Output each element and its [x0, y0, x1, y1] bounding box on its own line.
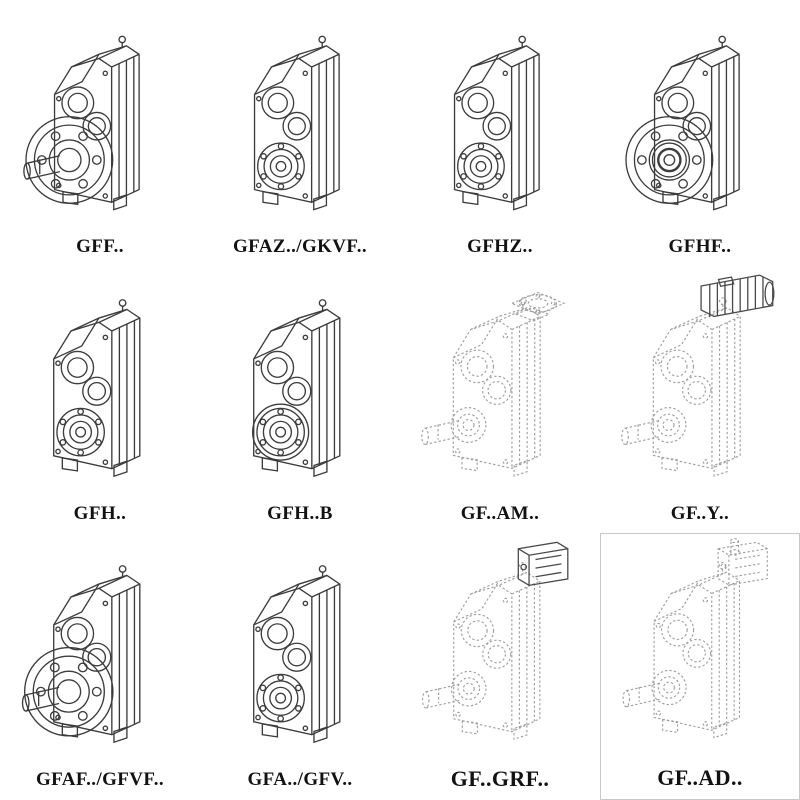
model-label: GFH..	[73, 502, 127, 524]
model-label: GF..AM..	[460, 502, 540, 524]
catalog-cell-gfaz-gkvf: GFAZ../GKVF..	[200, 0, 400, 267]
model-label: GFH..B	[267, 502, 333, 524]
gearbox-drawing-motor-mounted	[621, 274, 775, 477]
gearbox-drawing-flange-shaft	[21, 565, 141, 744]
model-label: GFHZ..	[467, 235, 533, 257]
gearbox-drawing-hollow-shaft	[53, 298, 141, 477]
catalog-cell-gfa-gfv: GFA../GFV..	[200, 533, 400, 800]
model-label: GFF..	[76, 235, 124, 257]
gearbox-drawing-top-adapter	[421, 541, 569, 740]
model-label: GFAF../GFVF..	[35, 769, 164, 791]
catalog-cell-gf-grf: GF..GRF..	[400, 533, 600, 800]
model-label: GF..GRF..	[450, 765, 550, 791]
catalog-cell-gff: GFF..	[0, 0, 200, 267]
model-label: GF..AD..	[657, 764, 743, 790]
gearbox-drawing-flange-shaft	[23, 35, 140, 211]
model-label: GFAZ../GKVF..	[233, 235, 367, 257]
model-label: GFA../GFV..	[247, 769, 353, 791]
catalog-cell-gfh: GFH..	[0, 267, 200, 534]
gearbox-drawing-hollow-shaft	[253, 35, 340, 211]
gearbox-drawing-hollow-shaft	[253, 565, 341, 744]
gearbox-drawing-iec-adapter	[421, 291, 565, 477]
catalog-cell-gfh-b: GFH..B	[200, 267, 400, 534]
gearbox-drawing-hollow-shaft	[453, 35, 540, 211]
gearbox-drawing-flange-hollow	[625, 35, 740, 211]
gearbox-drawing-input-shaft-adapter	[622, 538, 768, 739]
model-label: GF..Y..	[670, 502, 730, 524]
catalog-cell-gf-am: GF..AM..	[400, 267, 600, 534]
catalog-cell-gfhf: GFHF..	[600, 0, 800, 267]
catalog-cell-gf-ad: GF..AD..	[600, 533, 800, 800]
catalog-cell-gfhz: GFHZ..	[400, 0, 600, 267]
catalog-cell-gf-y: GF..Y..	[600, 267, 800, 534]
gearbox-drawing-hollow-shaft-b	[251, 298, 341, 477]
catalog-cell-gfaf-gfvf: GFAF../GFVF..	[0, 533, 200, 800]
model-label: GFHF..	[668, 235, 732, 257]
